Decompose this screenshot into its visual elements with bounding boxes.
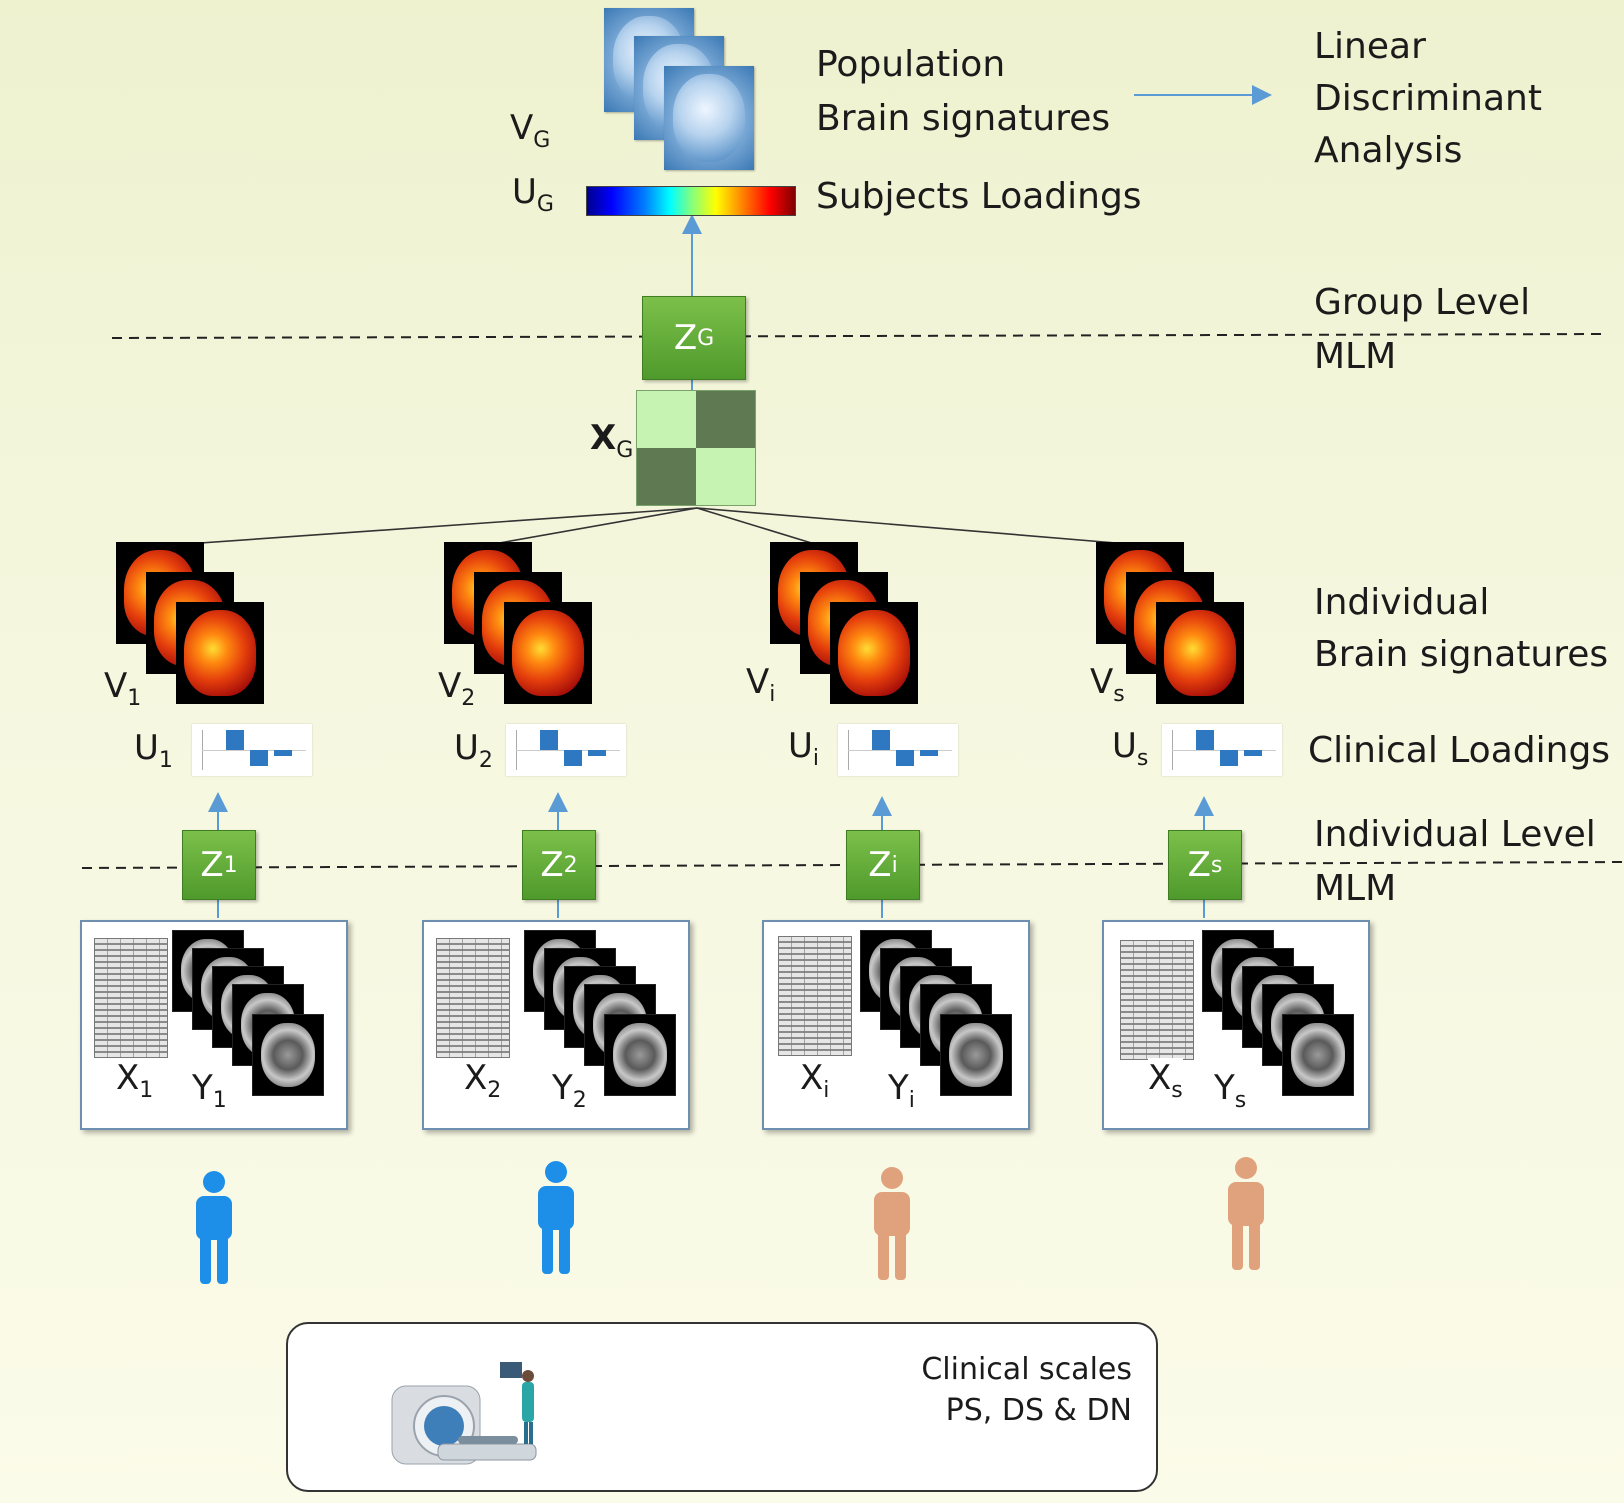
loading-bar (226, 730, 244, 750)
clinical-loadings-chart (1162, 724, 1282, 776)
subject-data-panel: X2 Y2 (422, 920, 690, 1130)
individual-brain-stack (1096, 542, 1246, 710)
mri-stack (860, 930, 1020, 1110)
clinical-table-image (778, 936, 852, 1056)
y-symbol: Y2 (552, 1068, 587, 1113)
tree-lines (171, 507, 1141, 546)
population-label-line1: Population (816, 44, 1006, 85)
vg-symbol: VG (510, 108, 551, 153)
x-symbol: X2 (464, 1058, 502, 1103)
clinical-scales-line1: Clinical scales (921, 1352, 1132, 1387)
y-symbol: Yi (888, 1068, 915, 1113)
group-level-label-line1: Group Level (1314, 282, 1531, 323)
loading-bar (540, 730, 558, 750)
person-icon (1228, 1157, 1264, 1270)
loading-bar (1196, 730, 1214, 750)
individual-arrows (208, 792, 1214, 918)
mri-stack (172, 930, 332, 1110)
clinical-loadings-chart (838, 724, 958, 776)
lda-label-line2: Discriminant (1314, 78, 1542, 119)
clinical-table-image (94, 938, 168, 1058)
subject-data-panel: Xi Yi (762, 920, 1030, 1130)
subject-loadings-colorbar (586, 186, 796, 216)
loading-bar (250, 750, 268, 766)
loading-bar (872, 730, 890, 750)
x-symbol: Xi (800, 1058, 830, 1103)
mri-stack (1202, 930, 1362, 1110)
loading-bar (1220, 750, 1238, 766)
person-icon (196, 1171, 232, 1284)
u-symbol: U2 (454, 728, 493, 773)
clinical-loadings-chart (506, 724, 626, 776)
individual-brain-stack (770, 542, 920, 710)
loading-bar (920, 750, 938, 756)
individual-brain-stack (116, 542, 266, 710)
y-symbol: Ys (1214, 1068, 1247, 1113)
clinical-scales-text: Clinical scales PS, DS & DN (921, 1350, 1132, 1431)
y-symbol: Y1 (192, 1068, 227, 1113)
v-symbol: V2 (438, 666, 476, 711)
x-symbol: X1 (116, 1058, 154, 1103)
xg-matrix (636, 390, 756, 506)
x-symbol: Xs (1148, 1058, 1183, 1103)
group-level-dashed-line (111, 333, 1606, 339)
individual-brain-stack (444, 542, 594, 710)
loading-bar (1244, 750, 1262, 756)
population-label-line2: Brain signatures (816, 98, 1111, 139)
clinical-loadings-chart (192, 724, 312, 776)
mri-stack (524, 930, 684, 1110)
individual-brain-label-line1: Individual (1314, 582, 1490, 623)
clinical-scales-box: Clinical scales PS, DS & DN (286, 1322, 1158, 1492)
u-symbol: U1 (134, 728, 173, 773)
subjects-loadings-label: Subjects Loadings (816, 176, 1142, 217)
lda-label-line3: Analysis (1314, 130, 1463, 171)
mri-scanner-icon (391, 1362, 537, 1465)
subject-data-panel: X1 Y1 (80, 920, 348, 1130)
subject-data-panel: Xs Ys (1102, 920, 1370, 1130)
clinical-table-image (1120, 940, 1194, 1060)
lda-label-line1: Linear (1314, 26, 1426, 67)
v-symbol: V1 (104, 666, 142, 711)
loading-bar (274, 750, 292, 756)
person-icon (874, 1167, 910, 1280)
ug-symbol: UG (512, 172, 554, 217)
loading-bar (896, 750, 914, 766)
population-brain-slice (664, 66, 754, 170)
individual-level-label-line2: MLM (1314, 868, 1397, 909)
xg-symbol: XG (590, 418, 634, 463)
clinical-table-image (436, 938, 510, 1058)
loading-bar (588, 750, 606, 756)
individual-level-label-line1: Individual Level (1314, 814, 1596, 855)
u-symbol: Us (1112, 726, 1149, 771)
person-icon (538, 1161, 574, 1274)
v-symbol: Vi (746, 662, 776, 707)
individual-brain-label-line2: Brain signatures (1314, 634, 1609, 675)
group-level-label-line2: MLM (1314, 336, 1397, 377)
population-brain-stack (604, 8, 754, 174)
loading-bar (564, 750, 582, 766)
clinical-loadings-label: Clinical Loadings (1308, 730, 1611, 771)
v-symbol: Vs (1090, 662, 1125, 707)
u-symbol: Ui (788, 726, 820, 771)
clinical-scales-line2: PS, DS & DN (945, 1392, 1132, 1428)
